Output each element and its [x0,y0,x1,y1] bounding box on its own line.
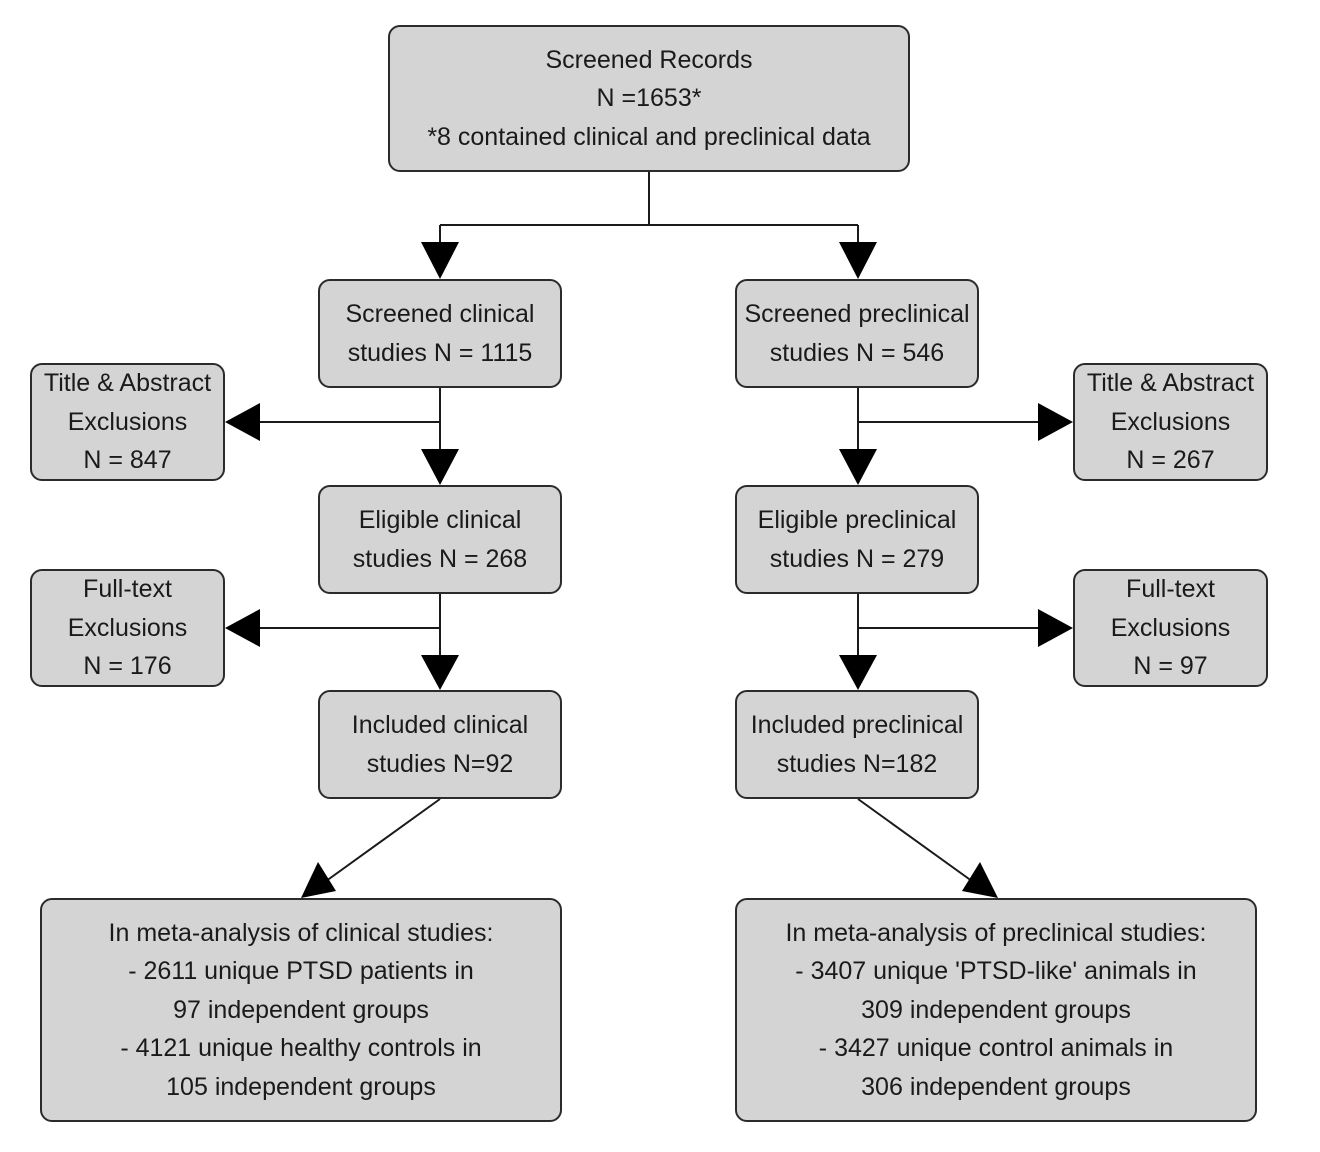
fulltext-exclusions-preclinical-box: Full-text Exclusions N = 97 [1073,569,1268,687]
arrowhead-to-ta-exclusion-clinical [225,403,260,441]
box-line: Full-text [83,575,172,604]
box-line: N = 847 [83,446,172,475]
box-line: studies N=182 [776,749,938,778]
arrowhead-to-ft-exclusion-preclinical [1038,609,1073,647]
arrowhead-to-screened-clinical [421,242,459,279]
box-line: Included preclinical [750,711,964,739]
screened-records-note: *8 contained clinical and preclinical da… [427,122,871,151]
box-line: 105 independent groups [166,1072,436,1101]
arrowhead-to-eligible-preclinical [839,449,877,485]
box-line: N = 267 [1126,446,1215,475]
included-clinical-box: Included clinical studies N=92 [318,690,562,799]
box-line: Eligible preclinical [757,506,957,534]
box-line: Exclusions [1110,407,1231,436]
fulltext-exclusions-clinical-box: Full-text Exclusions N = 176 [30,569,225,687]
screened-records-count: N =1653* [596,84,702,113]
connector-clin-included-meta [321,798,441,885]
box-line: N = 176 [83,652,172,681]
screened-preclinical-box: Screened preclinical studies N = 546 [735,279,979,388]
box-line: studies N = 1115 [347,338,533,367]
arrowhead-to-included-clinical [421,655,459,690]
box-line: - 3427 unique control animals in [818,1034,1174,1063]
meta-analysis-clinical-box: In meta-analysis of clinical studies: - … [40,898,562,1122]
box-line: - 4121 unique healthy controls in [120,1034,482,1063]
arrowhead-to-eligible-clinical [421,449,459,485]
arrowhead-to-meta-preclinical [962,862,998,898]
box-line: In meta-analysis of clinical studies: [108,918,494,947]
box-line: Exclusions [67,407,188,436]
connector-pre-included-meta [857,798,977,885]
box-line: studies N=92 [366,749,514,778]
box-line: Screened clinical [345,300,535,328]
arrowhead-to-ft-exclusion-clinical [225,609,260,647]
meta-analysis-preclinical-box: In meta-analysis of preclinical studies:… [735,898,1257,1122]
screened-clinical-box: Screened clinical studies N = 1115 [318,279,562,388]
eligible-preclinical-box: Eligible preclinical studies N = 279 [735,485,979,594]
box-line: studies N = 279 [769,544,945,573]
box-line: Exclusions [67,613,188,642]
box-line: Included clinical [351,711,529,739]
box-line: - 2611 unique PTSD patients in [128,957,474,986]
title-abstract-exclusions-clinical-box: Title & Abstract Exclusions N = 847 [30,363,225,481]
arrowhead-to-meta-clinical [301,862,336,898]
arrowhead-to-included-preclinical [839,655,877,690]
box-line: 306 independent groups [861,1072,1131,1101]
screened-records-title: Screened Records [545,45,753,74]
box-line: Exclusions [1110,613,1231,642]
eligible-clinical-box: Eligible clinical studies N = 268 [318,485,562,594]
screened-records-box: Screened Records N =1653* *8 contained c… [388,25,910,172]
box-line: Full-text [1126,575,1215,604]
box-line: N = 97 [1133,652,1208,681]
box-line: Title & Abstract [43,369,212,398]
box-line: Title & Abstract [1086,369,1255,398]
included-preclinical-box: Included preclinical studies N=182 [735,690,979,799]
box-line: studies N = 268 [352,544,528,573]
title-abstract-exclusions-preclinical-box: Title & Abstract Exclusions N = 267 [1073,363,1268,481]
box-line: Screened preclinical [744,300,970,328]
box-line: - 3407 unique 'PTSD-like' animals in [795,957,1197,986]
box-line: 97 independent groups [173,995,429,1024]
arrowhead-to-ta-exclusion-preclinical [1038,403,1073,441]
box-line: Eligible clinical [358,506,522,534]
box-line: In meta-analysis of preclinical studies: [785,918,1207,947]
box-line: studies N = 546 [769,338,945,367]
arrowhead-to-screened-preclinical [839,242,877,279]
box-line: 309 independent groups [861,995,1131,1024]
